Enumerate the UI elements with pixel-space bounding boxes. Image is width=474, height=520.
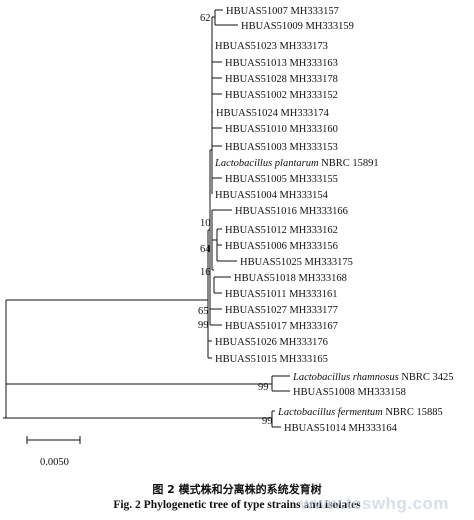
taxon-strain-code: NBRC 15885 — [383, 407, 443, 418]
taxon-label: HBUAS51017 MH333167 — [225, 321, 338, 332]
bootstrap-values: 62 10 64 16 65 99 99 99 — [198, 13, 273, 427]
taxon-label: HBUAS51016 MH333166 — [235, 206, 348, 217]
taxon-label: HBUAS51006 MH333156 — [225, 241, 338, 252]
taxon-species-name: Lactobacillus fermentum — [277, 407, 383, 418]
taxon-label: HBUAS51025 MH333175 — [240, 257, 353, 268]
taxon-label: HBUAS51011 MH333161 — [225, 289, 338, 300]
taxon-label: HBUAS51008 MH333158 — [293, 387, 406, 398]
taxon-label: HBUAS51004 MH333154 — [215, 190, 329, 201]
taxon-label: HBUAS51028 MH333178 — [225, 74, 338, 85]
taxon-strain-code: NBRC 3425 — [399, 372, 454, 383]
figure-caption-english: Fig. 2 Phylogenetic tree of type strains… — [113, 499, 361, 511]
tree-branches — [3, 9, 290, 428]
taxon-species-name: Lactobacillus rhamnosus — [292, 372, 399, 383]
taxon-label: HBUAS51024 MH333174 — [216, 108, 330, 119]
taxon-label: HBUAS51027 MH333177 — [225, 305, 338, 316]
bootstrap-value: 99 — [198, 320, 209, 331]
taxon-label: Lactobacillus rhamnosus NBRC 3425 — [292, 372, 454, 383]
taxon-label: HBUAS51018 MH333168 — [234, 273, 347, 284]
taxon-label: HBUAS51012 MH333162 — [225, 225, 338, 236]
bootstrap-value: 99 — [262, 416, 273, 427]
scale-bar-label: 0.0050 — [40, 457, 69, 468]
bootstrap-value: 62 — [200, 13, 211, 24]
bootstrap-value: 65 — [198, 306, 209, 317]
taxon-label: Lactobacillus plantarum NBRC 15891 — [214, 158, 379, 169]
bootstrap-value: 99 — [258, 382, 269, 393]
taxon-label: HBUAS51002 MH333152 — [225, 90, 338, 101]
taxon-label: HBUAS51014 MH333164 — [284, 423, 398, 434]
taxon-label: HBUAS51026 MH333176 — [215, 337, 328, 348]
watermark: www.tcswhg.com — [300, 494, 450, 513]
taxon-label: HBUAS51015 MH333165 — [215, 354, 328, 365]
bootstrap-value: 10 — [200, 218, 211, 229]
figure-caption-chinese: 图 2 模式株和分离株的系统发育树 — [152, 483, 322, 496]
bootstrap-value: 64 — [200, 244, 211, 255]
taxon-label: HBUAS51013 MH333163 — [225, 58, 338, 69]
taxon-label: HBUAS51007 MH333157 — [226, 6, 339, 17]
taxon-label: HBUAS51010 MH333160 — [225, 124, 338, 135]
taxon-label: HBUAS51009 MH333159 — [241, 21, 354, 32]
taxon-label: HBUAS51023 MH333173 — [215, 41, 328, 52]
taxon-label: HBUAS51005 MH333155 — [225, 174, 338, 185]
scale-bar: 0.0050 — [26, 436, 81, 468]
taxon-label: Lactobacillus fermentum NBRC 15885 — [277, 407, 443, 418]
taxon-species-name: Lactobacillus plantarum — [214, 158, 319, 169]
bootstrap-value: 16 — [200, 267, 211, 278]
taxon-strain-code: NBRC 15891 — [319, 158, 379, 169]
taxon-label: HBUAS51003 MH333153 — [225, 142, 338, 153]
